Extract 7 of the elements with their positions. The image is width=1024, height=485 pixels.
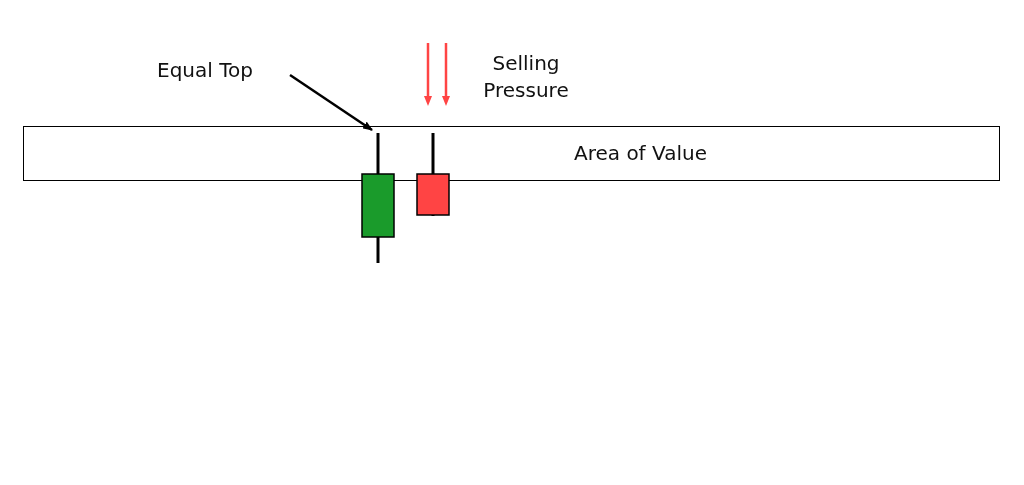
zone-label: Area of Value	[574, 140, 707, 167]
arrow	[289, 73, 373, 132]
annotation-label: Equal Top	[157, 57, 253, 84]
annotation-label: Selling Pressure	[482, 50, 570, 104]
value-zone-band	[23, 126, 1000, 181]
bullish-candlestick	[361, 133, 395, 263]
bearish-candlestick	[416, 133, 450, 216]
